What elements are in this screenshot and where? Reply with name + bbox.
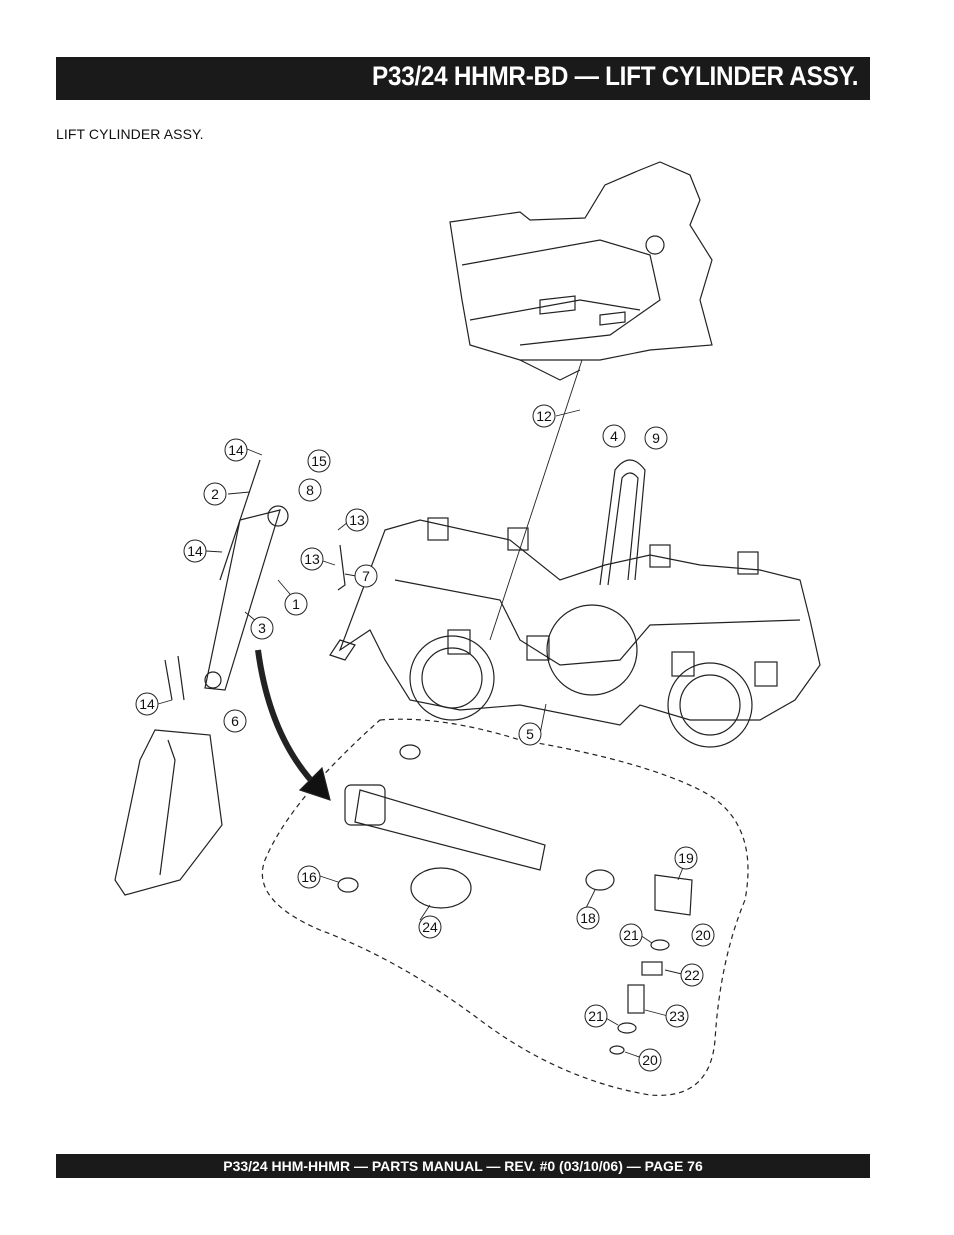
callout-23: 23 — [665, 1004, 689, 1028]
callout-6: 6 — [223, 709, 247, 733]
callout-20-top: 20 — [691, 923, 715, 947]
svg-text:14: 14 — [139, 696, 155, 712]
svg-text:6: 6 — [231, 713, 239, 729]
callout-20-bottom: 20 — [638, 1048, 662, 1072]
svg-text:22: 22 — [684, 967, 700, 983]
svg-text:20: 20 — [642, 1052, 658, 1068]
svg-text:5: 5 — [526, 726, 534, 742]
callout-16: 16 — [297, 865, 321, 889]
page-footer-text: P33/24 HHM-HHMR — PARTS MANUAL — REV. #0… — [223, 1158, 703, 1174]
callout-21-top: 21 — [619, 923, 643, 947]
page-title: P33/24 HHMR-BD — LIFT CYLINDER ASSY. — [371, 61, 859, 91]
exploded-cylinder-drawing — [337, 744, 693, 1055]
callout-14-bottom: 14 — [135, 692, 159, 716]
callout-22: 22 — [680, 963, 704, 987]
svg-text:1: 1 — [292, 596, 300, 612]
callout-12: 12 — [532, 404, 556, 428]
svg-text:23: 23 — [669, 1008, 685, 1024]
svg-text:12: 12 — [536, 408, 552, 424]
svg-text:19: 19 — [678, 850, 694, 866]
callout-15: 15 — [307, 449, 331, 473]
page-footer-bar: P33/24 HHM-HHMR — PARTS MANUAL — REV. #0… — [56, 1154, 870, 1178]
callout-8: 8 — [298, 478, 322, 502]
svg-text:3: 3 — [258, 620, 266, 636]
svg-text:14: 14 — [187, 543, 203, 559]
svg-text:9: 9 — [652, 430, 660, 446]
svg-text:2: 2 — [211, 486, 219, 502]
callout-18: 18 — [576, 906, 600, 930]
callout-13-top: 13 — [345, 508, 369, 532]
svg-text:16: 16 — [301, 869, 317, 885]
callout-2: 2 — [203, 482, 227, 506]
callout-1: 1 — [284, 592, 308, 616]
callout-3: 3 — [250, 616, 274, 640]
callout-7: 7 — [354, 564, 378, 588]
svg-text:7: 7 — [362, 568, 370, 584]
svg-text:4: 4 — [610, 428, 618, 444]
svg-text:24: 24 — [422, 919, 438, 935]
callout-14-top: 14 — [224, 438, 248, 462]
lift-cylinder-drawing — [204, 459, 289, 691]
explode-arrow-head — [298, 766, 331, 801]
callout-24: 24 — [418, 915, 442, 939]
callout-13-mid: 13 — [300, 547, 324, 571]
svg-text:13: 13 — [349, 512, 365, 528]
upper-frame-drawing — [449, 161, 713, 381]
explode-arrow — [255, 649, 323, 793]
base-frame-drawing — [329, 459, 821, 748]
svg-text:15: 15 — [311, 453, 327, 469]
section-subtitle: LIFT CYLINDER ASSY. — [56, 126, 204, 142]
svg-text:21: 21 — [623, 927, 639, 943]
svg-text:20: 20 — [695, 927, 711, 943]
exploded-view-outline — [261, 718, 749, 1096]
svg-text:13: 13 — [304, 551, 320, 567]
hose-drawing — [337, 544, 346, 591]
callout-19: 19 — [674, 846, 698, 870]
callout-4: 4 — [602, 424, 626, 448]
callout-21-bottom: 21 — [584, 1004, 608, 1028]
svg-text:14: 14 — [228, 442, 244, 458]
svg-text:8: 8 — [306, 482, 314, 498]
callout-5: 5 — [518, 722, 542, 746]
svg-text:18: 18 — [580, 910, 596, 926]
callout-9: 9 — [644, 426, 668, 450]
callout-14-mid: 14 — [183, 539, 207, 563]
lift-arm-drawing — [114, 655, 223, 896]
svg-text:21: 21 — [588, 1008, 604, 1024]
page-header-bar: P33/24 HHMR-BD — LIFT CYLINDER ASSY. — [56, 57, 870, 100]
